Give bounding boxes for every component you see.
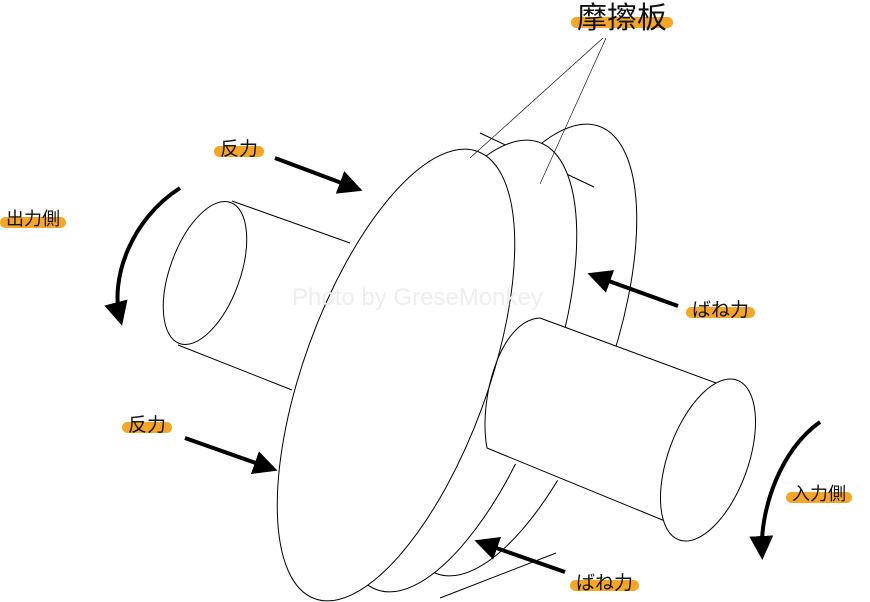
input-rotation-arrow — [749, 420, 822, 560]
label-text: 摩擦板 — [577, 1, 667, 36]
label-text: ばね力 — [576, 572, 634, 594]
label-reaction-top: 反力 — [213, 138, 265, 160]
label-friction-plate: 摩擦板 — [571, 1, 673, 36]
output-shaft-end — [162, 201, 248, 345]
reaction-arrow-top — [274, 156, 363, 194]
label-reaction-bottom: 反力 — [121, 414, 173, 436]
label-text: 反力 — [128, 414, 167, 436]
spring-arrow-top — [587, 270, 679, 308]
label-text: ばね力 — [692, 299, 750, 321]
input-shaft-end — [659, 378, 757, 542]
label-text: 入力側 — [792, 484, 846, 505]
label-output-side: 出力側 — [0, 209, 66, 230]
label-text: 出力側 — [6, 209, 60, 230]
leader-line — [539, 37, 607, 185]
reaction-arrow-bottom — [184, 436, 278, 474]
label-spring-force-top: ばね力 — [685, 299, 756, 321]
label-input-side: 入力側 — [786, 484, 852, 505]
spring-arrow-bottom — [474, 536, 566, 574]
output-rotation-arrow — [104, 186, 182, 326]
label-text: 反力 — [220, 138, 259, 160]
watermark: Photo by GreseMonkey — [292, 284, 543, 311]
label-spring-force-bottom: ばね力 — [569, 572, 640, 594]
leader-line — [469, 37, 604, 159]
